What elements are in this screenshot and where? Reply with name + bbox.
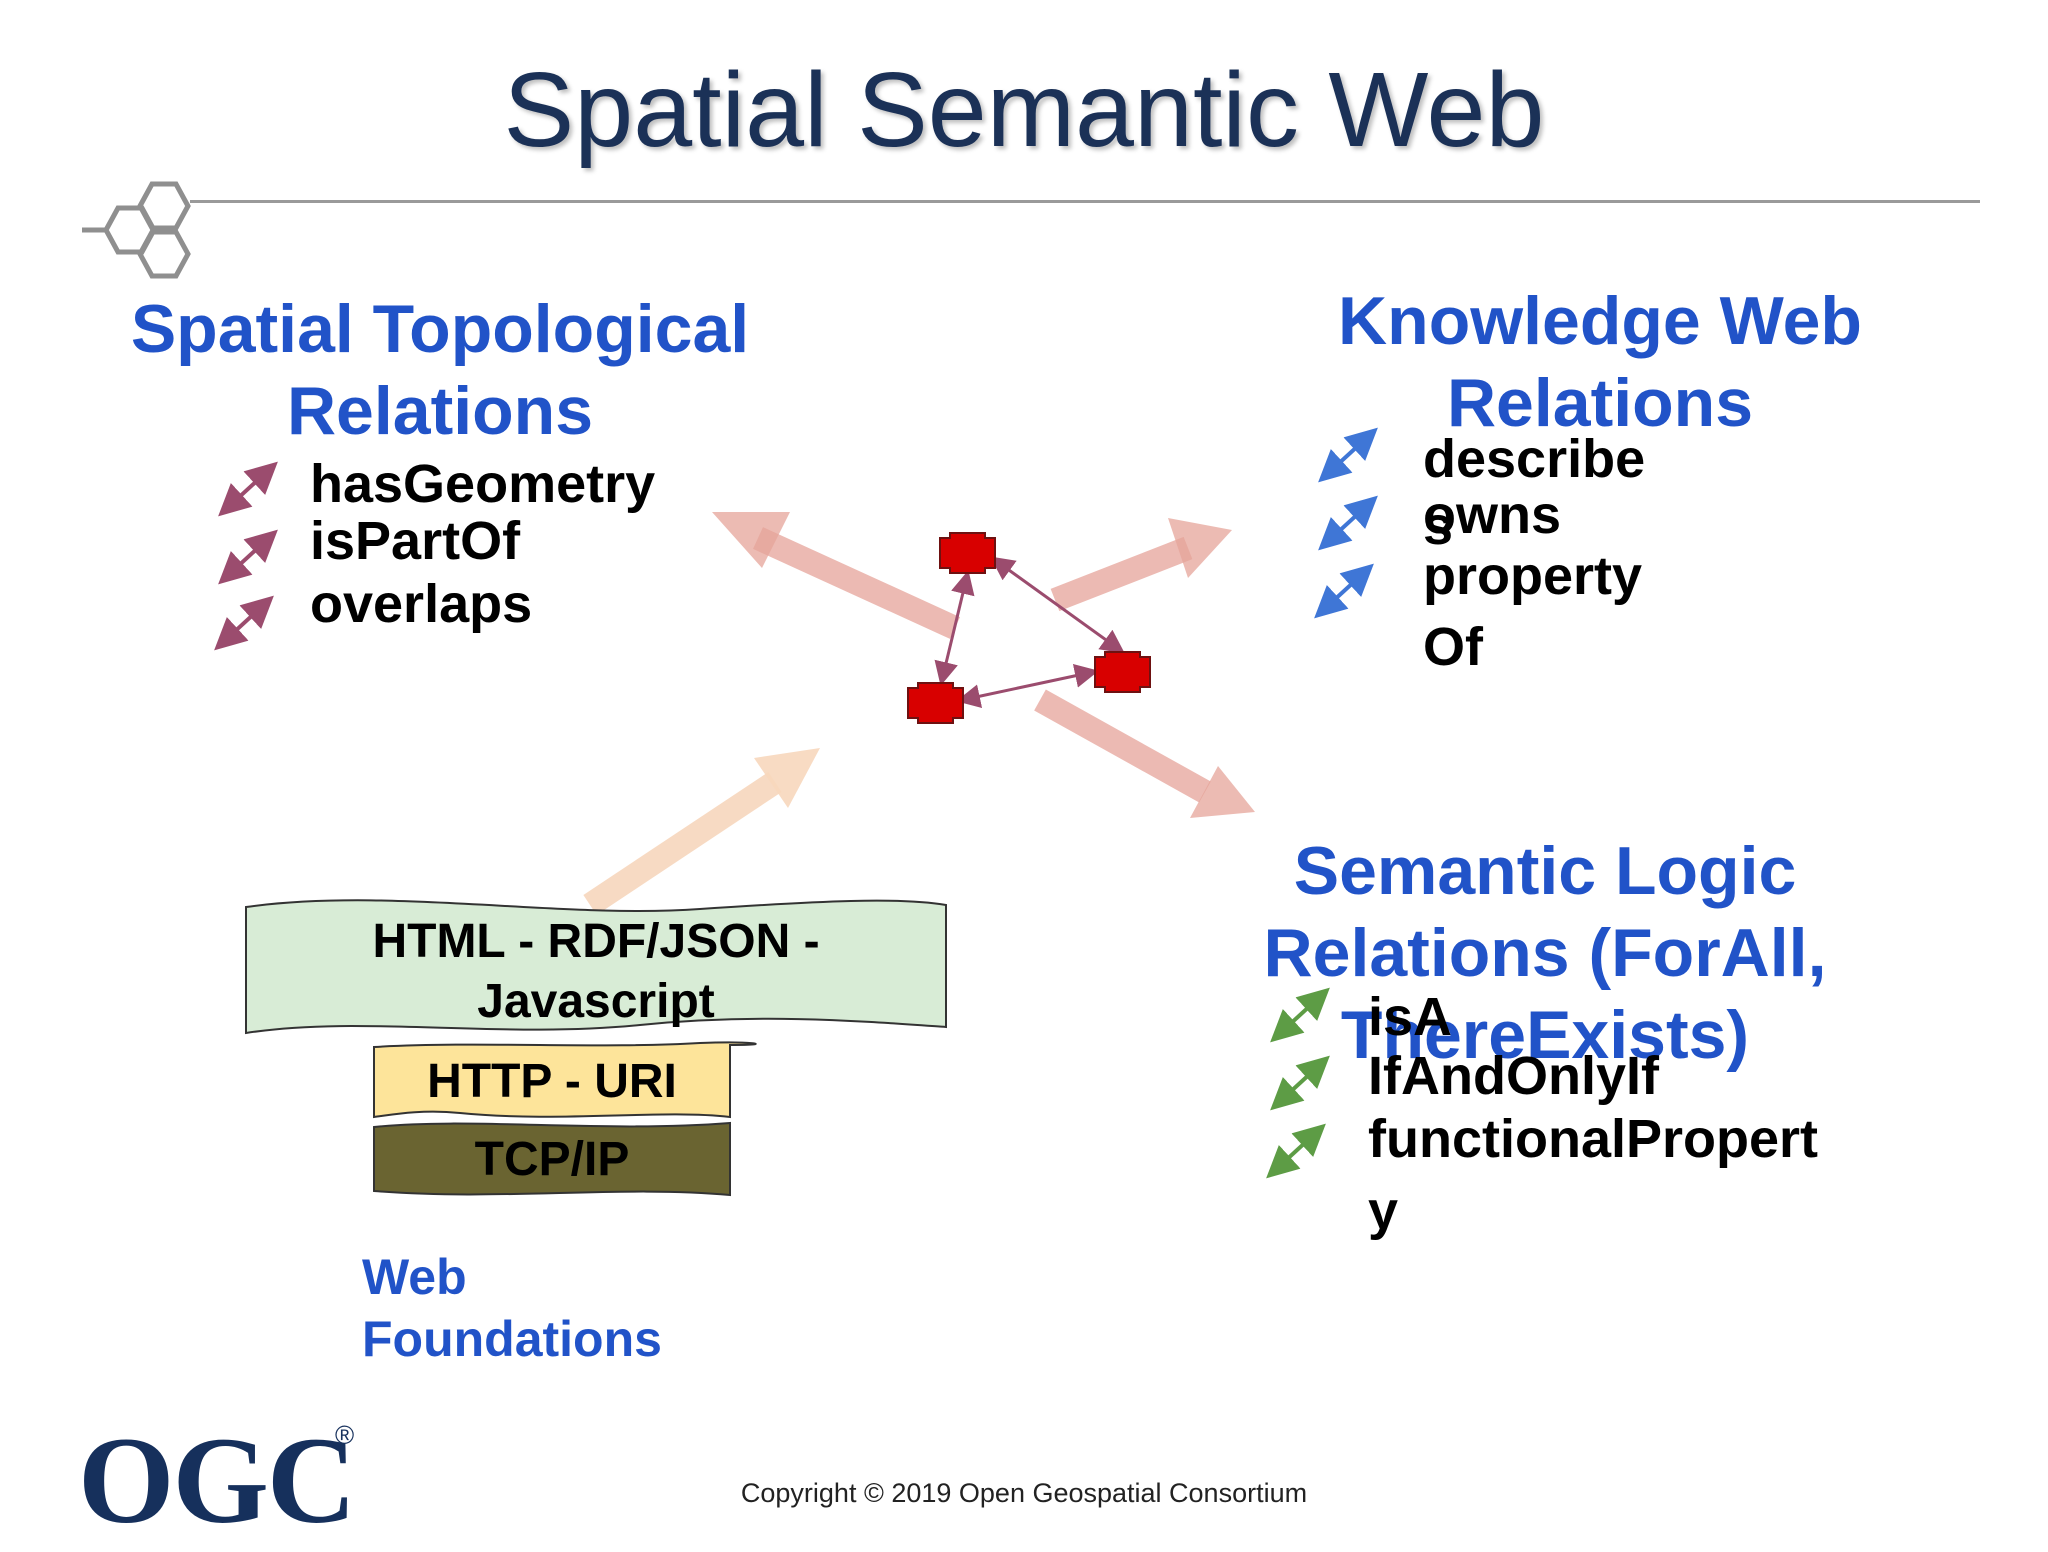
double-arrow-icon: [1318, 495, 1378, 551]
semantic-heading-line: Semantic Logic: [1293, 833, 1797, 909]
big-arrow-spatial: [712, 512, 960, 639]
semantic-item: isA: [1368, 987, 1453, 1047]
html-layer-line: Javascript: [477, 975, 715, 1028]
knowledge-item: property: [1423, 546, 1643, 606]
big-arrow-foundations: [583, 748, 820, 915]
knowledge-item: Of: [1423, 617, 1483, 677]
double-arrow-icon: [1318, 427, 1378, 483]
network-node: [1094, 651, 1151, 693]
page-title: Spatial Semantic Web: [503, 51, 1545, 169]
semantic-heading: Semantic Logic Relations (ForAll, ThereE…: [1250, 830, 1840, 1076]
spatial-heading: Spatial Topological Relations: [120, 288, 760, 452]
copyright-text: Copyright © 2019 Open Geospatial Consort…: [740, 1478, 1308, 1508]
knowledge-item: describe: [1423, 429, 1646, 489]
ogc-logo: OGC: [78, 1412, 356, 1549]
html-layer: HTML - RDF/JSON - Javascript: [246, 912, 946, 1032]
knowledge-heading-line: Relations: [1446, 365, 1754, 441]
knowledge-heading: Knowledge Web Relations: [1300, 280, 1900, 444]
knowledge-item: s: [1423, 496, 1454, 556]
big-arrow-semantic: [1034, 689, 1255, 818]
hexagon-logo-icon: [82, 181, 191, 279]
node-connector: [934, 570, 975, 686]
html-layer-line: HTML - RDF/JSON -: [372, 915, 820, 968]
double-arrow-icon: [1270, 987, 1330, 1043]
semantic-arrow-icons: [1266, 987, 1330, 1179]
web-foundations-line: Foundations: [362, 1311, 662, 1367]
tcp-layer-shape: [373, 1121, 731, 1197]
double-arrow-icon: [218, 461, 278, 517]
double-arrow-icon: [1266, 1123, 1326, 1179]
semantic-item: functionalPropert: [1368, 1109, 1819, 1169]
semantic-heading-line: ThereExists): [1340, 997, 1750, 1073]
double-arrow-icon: [218, 529, 278, 585]
semantic-item: y: [1368, 1181, 1399, 1241]
knowledge-arrow-icons: [1314, 427, 1378, 619]
semantic-item: IfAndOnlyIf: [1368, 1046, 1659, 1106]
double-arrow-icon: [1314, 563, 1374, 619]
semantic-heading-line: Relations (ForAll,: [1263, 915, 1827, 991]
spatial-heading-line: Relations: [286, 373, 594, 449]
spatial-item: overlaps: [310, 574, 533, 634]
network-node: [939, 532, 996, 574]
spatial-heading-line: Spatial Topological: [130, 291, 750, 367]
http-layer-shape: [373, 1041, 757, 1119]
web-foundations-line: Web: [362, 1249, 467, 1305]
title-divider: [190, 200, 1980, 203]
registered-mark: ®: [335, 1420, 355, 1450]
double-arrow-icon: [214, 595, 274, 651]
html-layer-shape: [245, 899, 947, 1035]
web-foundations-label: Web Foundations: [362, 1246, 662, 1370]
network-node: [907, 682, 964, 724]
knowledge-heading-line: Knowledge Web: [1338, 283, 1862, 359]
double-arrow-icon: [1270, 1055, 1330, 1111]
knowledge-item: owns: [1423, 485, 1562, 545]
http-layer: HTTP - URI: [427, 1055, 677, 1108]
big-arrow-knowledge: [1050, 518, 1232, 612]
node-connector: [990, 556, 1125, 654]
tcp-layer: TCP/IP: [474, 1133, 630, 1186]
spatial-item: hasGeometry: [310, 454, 656, 514]
spatial-arrow-icons: [214, 461, 278, 651]
node-connector: [956, 664, 1099, 708]
spatial-item: isPartOf: [310, 511, 521, 571]
web-stack-shapes: [245, 899, 947, 1197]
